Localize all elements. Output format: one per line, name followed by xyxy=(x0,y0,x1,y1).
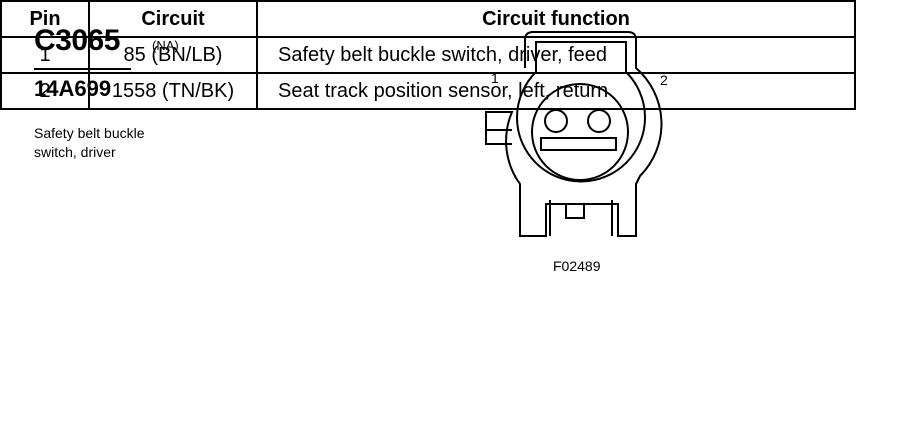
key-notch xyxy=(565,203,585,219)
figure-code: F02489 xyxy=(553,258,601,274)
cell-circuit: 1558 (TN/BK) xyxy=(88,72,258,110)
connector-note: (NA) xyxy=(152,38,179,53)
title-underline xyxy=(34,68,131,70)
pin-table: Pin Circuit Circuit function 1 85 (BN/LB… xyxy=(0,0,856,110)
pin-label-2: 2 xyxy=(660,72,668,88)
description-line: Safety belt buckle xyxy=(34,125,145,141)
connector-description: Safety belt buckle switch, driver xyxy=(34,124,145,162)
table-row: 2 1558 (TN/BK) Seat track position senso… xyxy=(0,72,856,110)
cell-pin: 2 xyxy=(0,72,90,110)
pin-cavity-2 xyxy=(587,109,611,133)
connector-face-diagram: 1 2 xyxy=(485,31,668,237)
pin-cavity-1 xyxy=(544,109,568,133)
connector-housing-outline xyxy=(485,31,663,237)
header-circuit: Circuit xyxy=(88,0,258,38)
table-header-row: Pin Circuit Circuit function xyxy=(0,0,856,38)
cell-circuit: 85 (BN/LB) xyxy=(88,36,258,74)
cell-function: Seat track position sensor, left, return xyxy=(256,72,856,110)
connector-id: C3065 xyxy=(34,24,120,57)
terminal-bar xyxy=(540,137,617,151)
cell-pin: 1 xyxy=(0,36,90,74)
connector-inner-rim xyxy=(516,41,646,183)
header-circuit-function: Circuit function xyxy=(256,0,856,38)
terminal-face xyxy=(531,83,629,181)
header-pin: Pin xyxy=(0,0,90,38)
description-line: switch, driver xyxy=(34,144,116,160)
pin-label-1: 1 xyxy=(491,70,499,86)
part-number: 14A699 xyxy=(34,76,112,101)
